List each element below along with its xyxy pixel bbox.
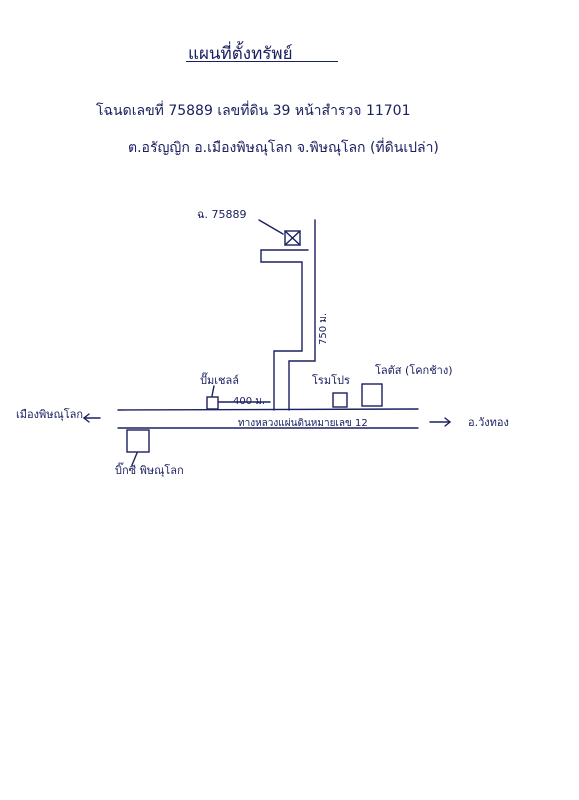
deed-info-line: โฉนดเลขที่ 75889 เลขที่ดิน 39 หน้าสำรวจ … bbox=[96, 103, 411, 119]
map-title: แผนที่ตั้งทรัพย์ bbox=[188, 44, 293, 64]
bigc-leader-line bbox=[131, 452, 138, 466]
property-marker bbox=[284, 230, 301, 246]
lotus-label: โลตัส (โคกช้าง) bbox=[375, 363, 453, 377]
shop-label: โรมโปร bbox=[312, 373, 350, 387]
lotus-building bbox=[361, 383, 383, 407]
bigc-label: บิ๊กซี พิษณุโลก bbox=[115, 462, 184, 477]
east-direction-label: อ.วังทอง bbox=[468, 416, 509, 429]
title-underline bbox=[186, 61, 338, 62]
pump-label: ปั๊มเชลล์ bbox=[200, 372, 239, 387]
bigc-building bbox=[126, 429, 150, 453]
highway-top-edge bbox=[117, 408, 419, 411]
pump-building bbox=[206, 396, 219, 410]
location-info-line: ต.อรัญญิก อ.เมืองพิษณุโลก จ.พิษณุโลก (ที… bbox=[128, 140, 439, 156]
side-road-right-edge bbox=[288, 219, 316, 411]
pump-distance-label: 400 ม. bbox=[233, 396, 265, 407]
property-leader-line bbox=[258, 219, 284, 235]
west-direction-label: เมืองพิษณุโลก bbox=[16, 407, 83, 421]
side-road-left-edge bbox=[260, 249, 303, 411]
property-label: ฉ. 75889 bbox=[197, 208, 246, 221]
shop-building bbox=[332, 392, 348, 408]
side-road-distance-label: 750 ม. bbox=[318, 313, 329, 345]
east-arrow-head bbox=[444, 417, 452, 427]
west-arrow-head bbox=[82, 413, 90, 423]
pump-leader-line bbox=[211, 385, 215, 397]
highway-label: ทางหลวงแผ่นดินหมายเลข 12 bbox=[238, 418, 368, 429]
